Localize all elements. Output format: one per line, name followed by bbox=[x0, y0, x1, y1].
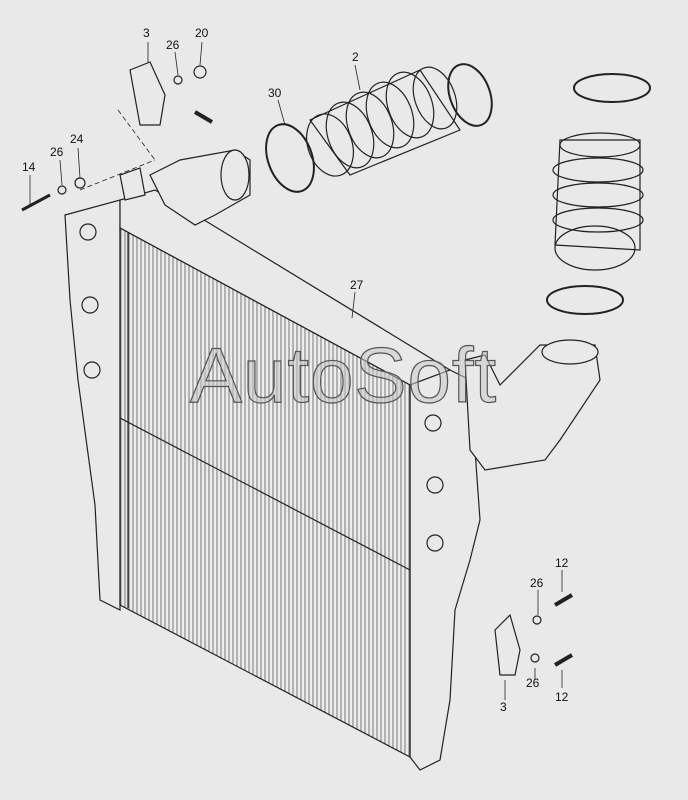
callout-26: 26 bbox=[526, 676, 540, 690]
radiator-core bbox=[119, 226, 411, 758]
callout-30: 30 bbox=[268, 86, 282, 100]
hose-2 bbox=[306, 66, 461, 177]
callout-24: 24 bbox=[70, 132, 84, 146]
clamp-right-lower bbox=[546, 285, 624, 315]
bracket-3-bottom bbox=[494, 613, 521, 676]
mount-bracket-top bbox=[119, 167, 146, 201]
nut-20 bbox=[193, 65, 207, 79]
washer-26-top bbox=[173, 75, 183, 85]
clamp-30 bbox=[265, 123, 315, 193]
callout-26: 26 bbox=[530, 576, 544, 590]
callout-3: 3 bbox=[143, 26, 150, 40]
callout-14: 14 bbox=[22, 160, 36, 174]
callout-12: 12 bbox=[555, 690, 569, 704]
left-tank bbox=[64, 199, 121, 611]
bolt-12-bottom bbox=[553, 653, 574, 667]
callout-2: 2 bbox=[352, 50, 359, 64]
washer-26-left bbox=[57, 185, 67, 195]
washer-26-rb bbox=[530, 653, 540, 663]
callout-3: 3 bbox=[500, 700, 507, 714]
callout-20: 20 bbox=[195, 26, 209, 40]
washer-24 bbox=[74, 177, 86, 189]
hose-right bbox=[552, 132, 644, 271]
callout-26: 26 bbox=[50, 145, 64, 159]
right-tank bbox=[409, 369, 481, 771]
bolt-14 bbox=[21, 193, 51, 212]
callout-26: 26 bbox=[166, 38, 180, 52]
callout-27: 27 bbox=[350, 278, 364, 292]
washer-26-rt bbox=[532, 615, 542, 625]
bracket-3-top bbox=[129, 61, 166, 126]
mount-bosses bbox=[79, 223, 444, 552]
clamp-right-top bbox=[447, 63, 493, 127]
watermark: AutoSoft bbox=[189, 330, 498, 419]
outlet-pipe-right bbox=[464, 344, 601, 471]
callout-12: 12 bbox=[555, 556, 569, 570]
bolt-top bbox=[193, 110, 214, 124]
bolt-12-top bbox=[553, 593, 574, 607]
clamp-right-upper bbox=[573, 73, 651, 103]
leader-lines bbox=[29, 41, 563, 700]
